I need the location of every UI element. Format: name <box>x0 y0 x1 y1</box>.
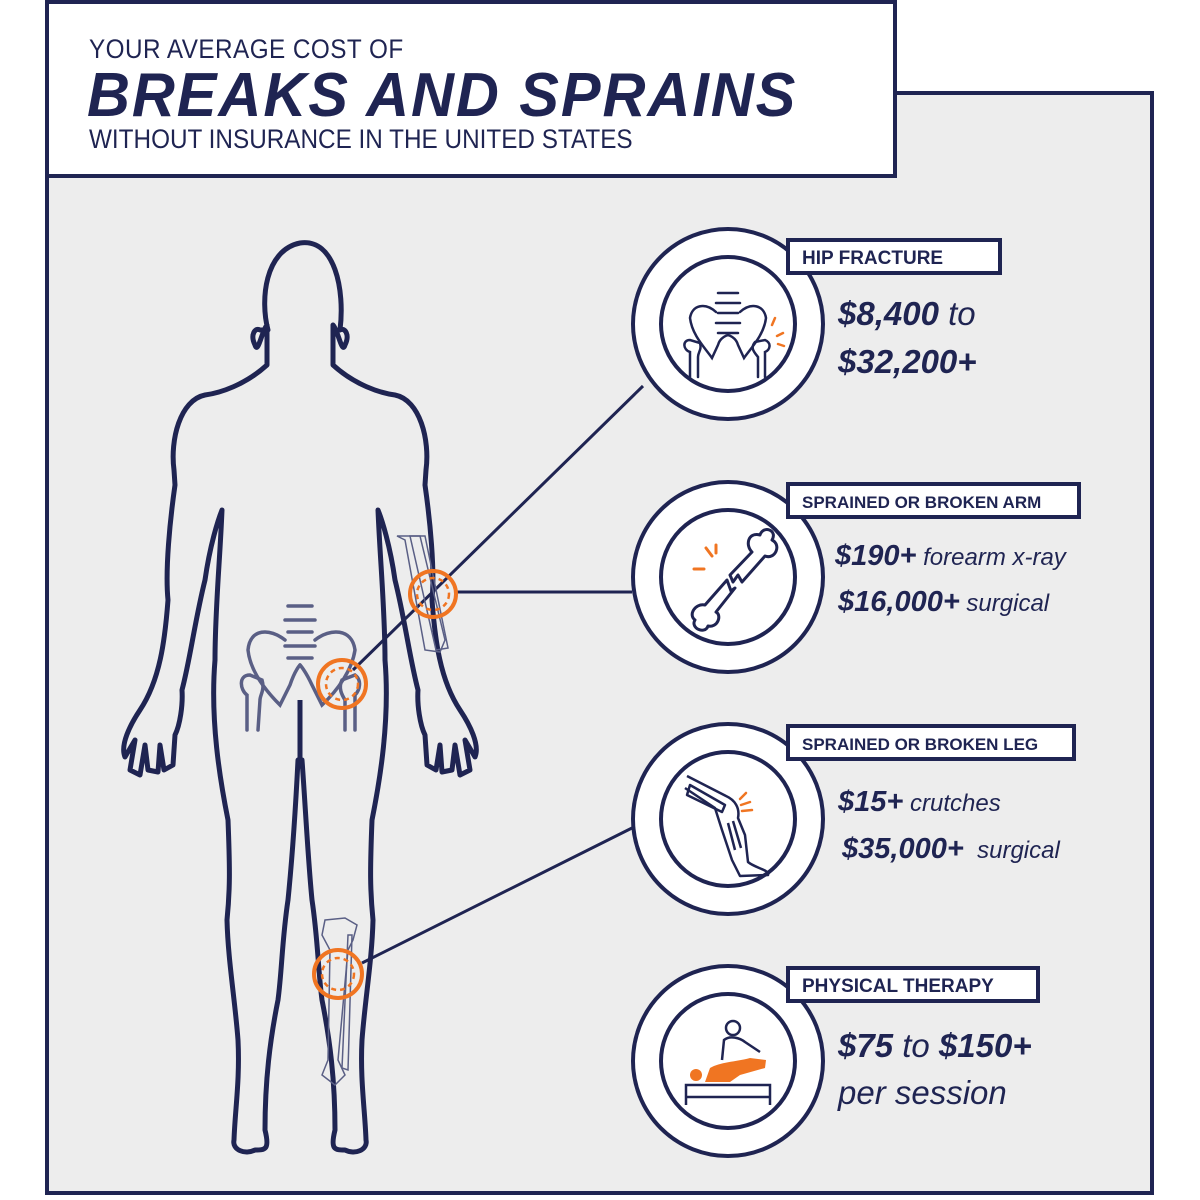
leg-bones-icon <box>684 774 770 878</box>
leg-label: SPRAINED OR BROKEN LEG <box>786 724 1076 761</box>
pelvis-bones-icon <box>239 604 362 732</box>
icon-badges <box>631 227 825 1158</box>
therapy-cost-line1: $75 to $150+ <box>838 1027 1032 1065</box>
therapy-label: PHYSICAL THERAPY <box>786 966 1040 1003</box>
hip-cost-low: $8,400 <box>838 295 939 332</box>
title-subtitle: WITHOUT INSURANCE IN THE UNITED STATES <box>89 124 633 154</box>
hip-cost-to: to <box>938 295 976 332</box>
marker-shin-icon <box>312 948 364 1000</box>
leg-cost-surgical: $35,000+ <box>842 833 964 865</box>
leg-cost-line2: $35,000+ surgical <box>842 833 1060 866</box>
shin-bones-icon <box>321 917 358 1086</box>
therapy-cost-high: $150+ <box>938 1027 1032 1064</box>
leg-cost-surgical-desc: surgical <box>963 837 1060 864</box>
arm-cost-surgical-desc: surgical <box>959 590 1050 617</box>
hip-cost-high: $32,200+ <box>838 343 977 380</box>
marker-hip-icon <box>316 658 368 710</box>
connector-lines <box>351 384 645 965</box>
injury-markers <box>312 569 458 1000</box>
arm-cost-xray: $190+ <box>835 540 917 572</box>
leg-cost-crutches: $15+ <box>838 786 904 818</box>
therapist-icon <box>684 1019 772 1105</box>
hip-fracture-cost-line2: $32,200+ <box>838 343 977 381</box>
marker-forearm-icon <box>408 569 458 619</box>
arm-cost-line2: $16,000+ surgical <box>838 586 1049 619</box>
arm-cost-xray-desc: forearm x-ray <box>916 544 1066 571</box>
leg-cost-crutches-desc: crutches <box>903 790 1001 817</box>
content-panel <box>45 91 1154 1195</box>
connector-hip <box>351 384 645 672</box>
page-title: BREAKS AND SPRAINS <box>87 61 798 130</box>
therapy-cost-unit: per session <box>838 1074 1007 1111</box>
broken-bone-icon <box>690 528 779 632</box>
leg-cost-line1: $15+ crutches <box>838 786 1001 819</box>
title-kicker: YOUR AVERAGE COST OF <box>89 34 404 64</box>
arm-cost-line1: $190+ forearm x-ray <box>835 540 1066 573</box>
arm-label: SPRAINED OR BROKEN ARM <box>786 482 1081 519</box>
hip-fracture-label: HIP FRACTURE <box>786 238 1002 275</box>
pelvis-icon <box>683 291 771 379</box>
hip-fracture-cost-line1: $8,400 to <box>838 295 976 333</box>
therapy-cost-line2: per session <box>838 1074 1007 1112</box>
body-outline-icon <box>121 240 479 1155</box>
arm-cost-surgical: $16,000+ <box>838 586 960 618</box>
therapy-cost-low: $75 <box>838 1027 894 1064</box>
therapy-cost-to: to <box>893 1027 939 1064</box>
forearm-bones-icon <box>396 535 449 653</box>
title-box: YOUR AVERAGE COST OF BREAKS AND SPRAINS … <box>45 0 897 178</box>
connector-leg <box>361 826 633 965</box>
